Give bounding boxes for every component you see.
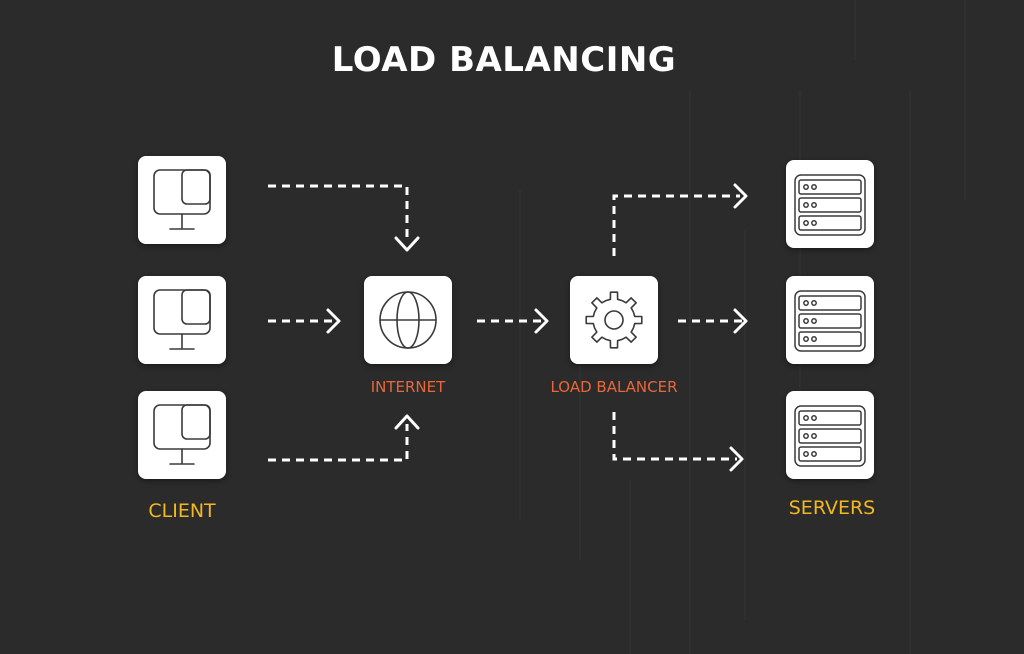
monitor-icon bbox=[153, 404, 211, 465]
internet-tile bbox=[364, 276, 452, 364]
client-label: CLIENT bbox=[148, 500, 216, 522]
arrowhead-right bbox=[733, 183, 748, 209]
client-tile-3 bbox=[138, 391, 226, 479]
arrowhead-right bbox=[729, 446, 744, 472]
arrow-lb-to-server1 bbox=[612, 194, 740, 256]
arrowhead-down bbox=[394, 236, 420, 252]
client-tile-1 bbox=[138, 156, 226, 244]
load-balancer-tile bbox=[570, 276, 658, 364]
client-tile-2 bbox=[138, 276, 226, 364]
arrow-client3-to-internet bbox=[268, 424, 409, 462]
server-rack-icon bbox=[794, 290, 866, 352]
arrow-lb-to-server3 bbox=[612, 412, 737, 461]
arrowhead-right bbox=[534, 308, 549, 334]
server-tile-1 bbox=[786, 160, 874, 248]
arrowhead-up bbox=[394, 414, 420, 430]
server-tile-2 bbox=[786, 276, 874, 364]
monitor-icon bbox=[153, 169, 211, 230]
gear-icon bbox=[585, 291, 643, 349]
internet-label: INTERNET bbox=[370, 378, 446, 396]
arrow-client1-to-internet bbox=[268, 184, 409, 242]
servers-label: SERVERS bbox=[788, 497, 876, 519]
server-rack-icon bbox=[794, 174, 866, 236]
diagram-title: LOAD BALANCING bbox=[331, 40, 677, 80]
monitor-icon bbox=[153, 289, 211, 350]
globe-icon bbox=[379, 291, 437, 349]
load-balancer-label: LOAD BALANCER bbox=[550, 378, 678, 396]
arrowhead-right bbox=[326, 308, 341, 334]
server-rack-icon bbox=[794, 405, 866, 467]
arrowhead-right bbox=[733, 308, 748, 334]
server-tile-3 bbox=[786, 391, 874, 479]
